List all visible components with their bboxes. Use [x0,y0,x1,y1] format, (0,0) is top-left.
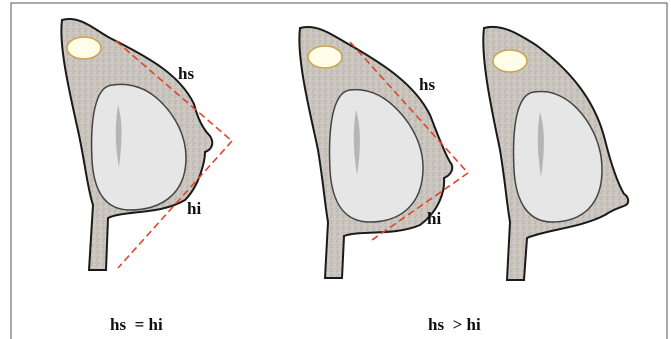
panel-3-clavicle-marker [493,50,527,72]
caption-upper-greater-than-lower: hs > hi [428,315,481,334]
panel-2-clavicle-marker [308,46,342,68]
panel-1-clavicle-marker [67,37,101,59]
panel-2-upper-pole-label: hs [419,75,435,94]
panel-1-upper-pole-label: hs [178,64,194,83]
caption-equal-poles: hs = hi [110,315,163,334]
panel-1-lower-pole-label: hi [187,199,201,218]
panel-2-lower-pole-label: hi [427,209,441,228]
